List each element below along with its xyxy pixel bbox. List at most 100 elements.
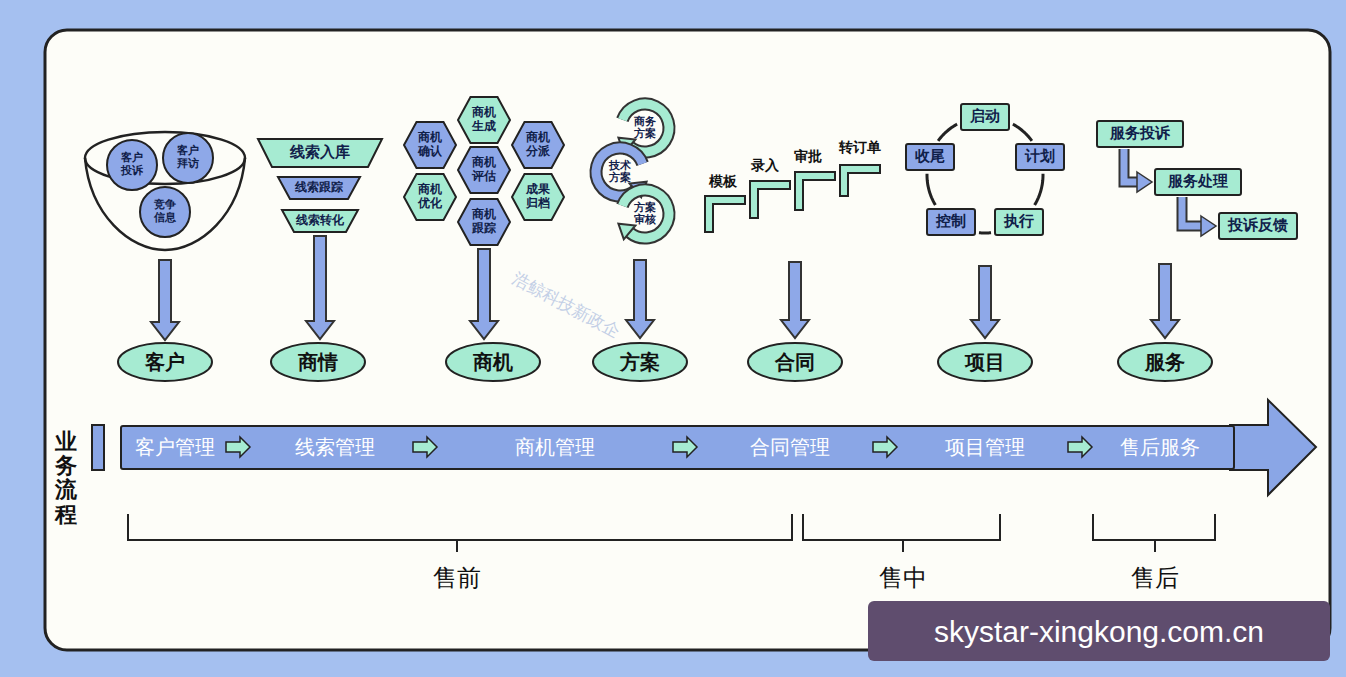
- node-outline: [512, 174, 564, 220]
- connector-path: [470, 249, 498, 339]
- node-text: 服务处理: [1168, 173, 1228, 190]
- down-arrow: [151, 260, 1179, 340]
- node-text: 计划: [1025, 148, 1055, 165]
- node-outline: [938, 343, 1032, 381]
- stage-oval: 项目: [937, 342, 1033, 382]
- node-outline: [1016, 144, 1064, 170]
- node-outline: [593, 343, 687, 381]
- node-text: 控制: [936, 213, 966, 230]
- process-hexagon: 商机评估: [457, 146, 511, 194]
- connector-path: [979, 231, 991, 234]
- node-text: 线索转化: [296, 214, 344, 228]
- arrowhead: [1137, 172, 1152, 192]
- node-text: 客户管理: [135, 436, 215, 459]
- phase-label: 售前: [433, 565, 481, 591]
- process-box: 服务投诉: [1096, 120, 1184, 148]
- step-label: 录入: [751, 158, 779, 173]
- node-outline: [512, 122, 564, 168]
- connector: [927, 174, 935, 205]
- node-outline: [282, 210, 358, 232]
- node-shape: [120, 425, 1235, 470]
- process-box: 投诉反馈: [1218, 212, 1298, 240]
- process-hexagon: 商机跟踪: [457, 198, 511, 246]
- node-outline: [1097, 121, 1183, 147]
- connector-path: [1013, 124, 1032, 141]
- contract-steps: [705, 165, 880, 232]
- node-outline: [1219, 213, 1297, 239]
- arrowhead: [1201, 216, 1216, 236]
- node-text: 方案: [620, 351, 660, 374]
- node-outline: [1155, 169, 1241, 195]
- node-text: 服务: [1145, 351, 1185, 374]
- process-hexagon: 商机确认: [403, 121, 457, 169]
- node-outline: [1118, 343, 1212, 381]
- node-text: 商机管理: [515, 436, 595, 459]
- node-outline: [404, 174, 456, 220]
- process-box: 服务处理: [1154, 168, 1242, 196]
- node-outline: [458, 199, 510, 245]
- node-text: 启动: [970, 108, 1000, 125]
- funnel-band: 线索转化: [281, 209, 359, 233]
- watermark: 浩鲸科技新政企: [509, 269, 623, 341]
- node-outline: [748, 343, 842, 381]
- node-text: 成果归档: [525, 183, 550, 211]
- node-outline: [107, 140, 157, 190]
- node-text: 竞争信息: [153, 199, 176, 224]
- node-text: 执行: [1004, 213, 1034, 230]
- node-outline: [404, 122, 456, 168]
- info-circle: 竞争信息: [139, 186, 191, 238]
- stage-oval: 商机: [445, 342, 541, 382]
- node-outline: [906, 144, 954, 170]
- connector-path: [938, 124, 957, 141]
- node-text: 商机生成: [471, 106, 496, 134]
- step-label: 技术方案: [609, 160, 631, 183]
- node-text: 客户投诉: [120, 152, 143, 177]
- node-text: 商机跟踪: [471, 208, 496, 236]
- node-text: 项目: [965, 351, 1005, 374]
- step-label: 方案审核: [634, 202, 656, 225]
- node-outline: [163, 133, 213, 183]
- node-outline: [927, 209, 975, 235]
- node-text: 合同管理: [750, 436, 830, 459]
- node-outline: [995, 209, 1043, 235]
- node-text: 商机分派: [525, 131, 550, 159]
- stage-oval: 方案: [592, 342, 688, 382]
- bracket: [128, 514, 1215, 552]
- info-circle: 客户投诉: [106, 139, 158, 191]
- node-text: 线索入库: [290, 144, 350, 161]
- process-box: 执行: [994, 208, 1044, 236]
- stage-oval: 客户: [117, 342, 213, 382]
- step-label: 模板: [709, 174, 737, 189]
- process-hexagon: 成果归档: [511, 173, 565, 221]
- connector: [979, 232, 991, 233]
- connector: [1124, 149, 1152, 192]
- node-outline: [271, 343, 365, 381]
- node-text: 商机: [473, 351, 513, 374]
- info-circle: 客户拜访: [162, 132, 214, 184]
- stage-oval: 服务: [1117, 342, 1213, 382]
- connector: [1182, 197, 1216, 236]
- node-outline: [278, 177, 360, 199]
- node-text: 线索管理: [295, 436, 375, 459]
- process-box: 计划: [1015, 143, 1065, 171]
- node-text: 售后服务: [1120, 436, 1200, 459]
- connector: [470, 249, 498, 339]
- process-box: 收尾: [905, 143, 955, 171]
- band-arrowhead: [1230, 400, 1316, 495]
- node-outline: [121, 426, 1234, 469]
- step-label: 业务流程: [55, 430, 77, 527]
- node-outline: [140, 187, 190, 237]
- node-text: 投诉反馈: [1228, 217, 1288, 234]
- connector-path: [927, 174, 935, 205]
- node-text: 线索跟踪: [295, 181, 343, 195]
- phase-label: 售中: [879, 565, 927, 591]
- node-text: 合同: [775, 351, 815, 374]
- node-text: 项目管理: [945, 436, 1025, 459]
- funnel-band: 线索跟踪: [277, 176, 361, 200]
- connector-path: [1035, 174, 1043, 205]
- customer-bowl: [85, 132, 245, 250]
- node-text: 客户拜访: [176, 145, 199, 170]
- node-text: 客户: [145, 351, 185, 374]
- connector: [938, 124, 957, 141]
